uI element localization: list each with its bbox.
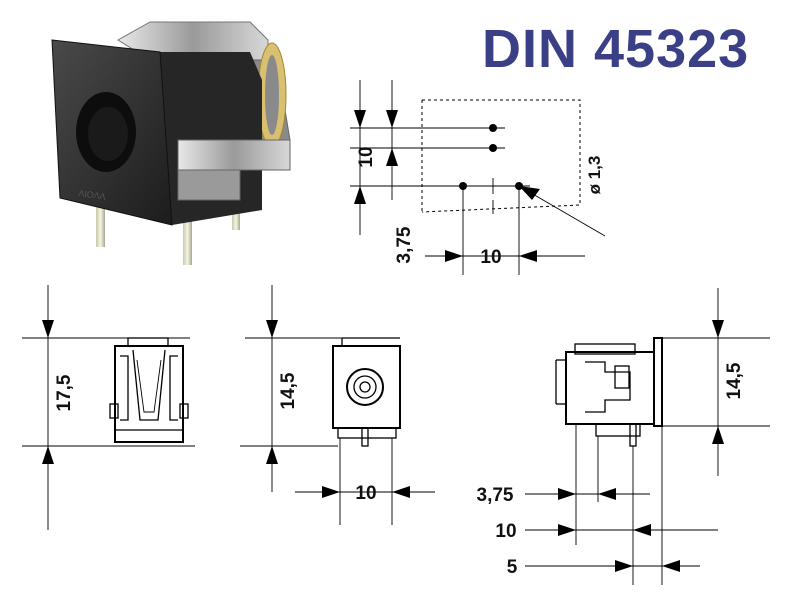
- dim-label: 14,5: [278, 372, 299, 409]
- svg-text:ΛΙΟΛΛ: ΛΙΟΛΛ: [78, 188, 107, 202]
- diameter-label: ø 1,3: [585, 156, 604, 195]
- pin-3: [232, 200, 240, 230]
- pin-2: [183, 215, 192, 265]
- drawing-title: DIN 45323: [482, 19, 750, 79]
- dim-label: 3,75: [477, 485, 514, 506]
- hole-marker: [489, 144, 497, 152]
- dim-label: 10: [355, 483, 376, 504]
- product-photo: ΛΙΟΛΛ: [51, 21, 291, 265]
- dim-label: 10: [480, 247, 501, 268]
- dim-label: 10: [495, 521, 516, 542]
- dim-label: 14,5: [724, 362, 745, 399]
- front-view: 17,5: [22, 285, 195, 530]
- side-view: 14,5 10: [240, 285, 435, 525]
- dim-label: 5: [507, 557, 518, 578]
- dim-label: 3,75: [394, 226, 415, 263]
- hole-marker: [489, 124, 497, 132]
- dim-label: 17,5: [54, 374, 75, 411]
- hole-pattern-view: 10 3,75 10 ø 1,3: [350, 80, 606, 275]
- dim-label: 10: [356, 146, 377, 167]
- right-view: 14,5 3,75 10 5: [477, 288, 770, 585]
- pin-1: [96, 205, 105, 247]
